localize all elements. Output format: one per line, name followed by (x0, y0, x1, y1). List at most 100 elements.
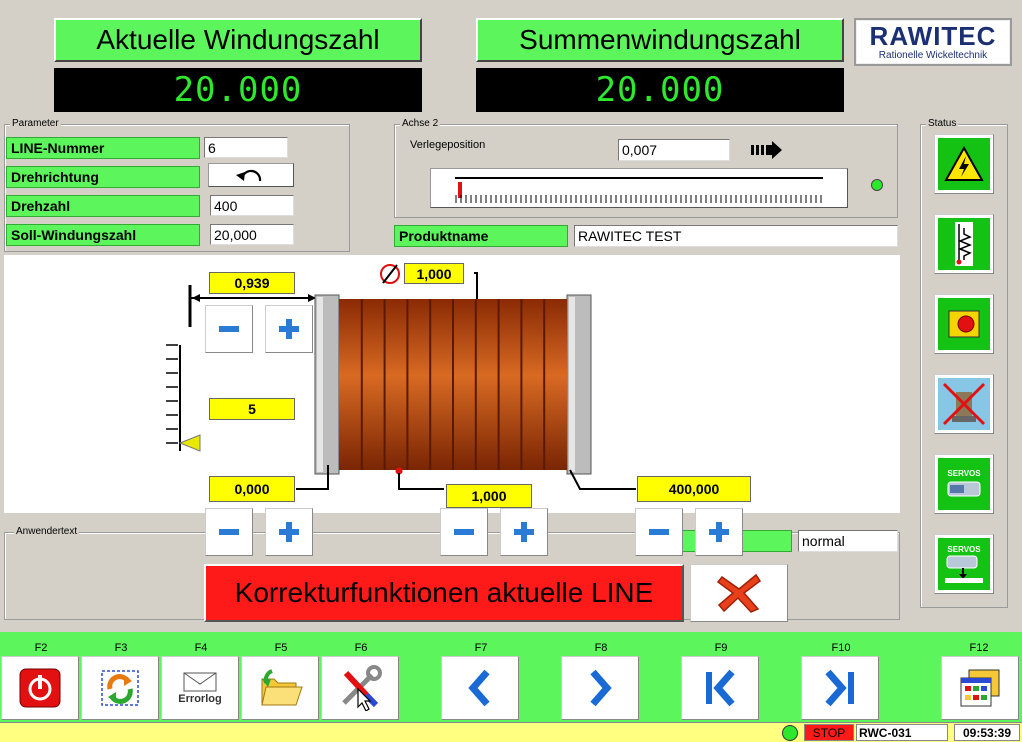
folder-open-icon (261, 669, 303, 706)
window-grid-icon (960, 669, 1000, 707)
last-button[interactable] (801, 656, 879, 720)
wire-diameter-value[interactable]: 1,000 (404, 263, 464, 284)
axis2-group (394, 124, 898, 218)
traverse-position-field[interactable]: 0,007 (618, 139, 730, 161)
status-wire-tension[interactable] (934, 214, 994, 274)
fkey-label-f12: F12 (969, 642, 989, 654)
slider-ticks (455, 195, 822, 203)
status-servos[interactable]: SERVOS (934, 454, 994, 514)
wire-diameter-icon (380, 264, 400, 284)
company-logo: RAWITEC Rationelle Wickeltechnik (854, 18, 1012, 66)
traverse-position-label: Verlegeposition (410, 139, 486, 151)
target-turns-label: Soll-Windungszahl (6, 224, 200, 246)
servo-motor-icon (947, 481, 981, 496)
product-name-field[interactable]: RAWITEC TEST (574, 225, 898, 247)
pitch-value[interactable]: 1,000 (446, 484, 532, 508)
minus-icon (219, 326, 239, 332)
refresh-button[interactable] (81, 656, 159, 720)
speed-field[interactable]: 400 (210, 195, 294, 216)
status-group (920, 124, 1008, 608)
line-number-label: LINE-Nummer (6, 137, 200, 159)
line-number-field[interactable]: 6 (204, 137, 288, 158)
errorlog-label: Errorlog (178, 693, 222, 705)
fkey-label-f9: F9 (714, 642, 728, 654)
next-button[interactable] (561, 656, 639, 720)
slider-thumb[interactable] (457, 182, 462, 198)
safety-guard-disabled-icon (942, 382, 986, 426)
left-offset-minus-button[interactable] (205, 305, 253, 353)
left-offset-plus-button[interactable] (265, 305, 313, 353)
product-name-label: Produktname (394, 225, 568, 247)
pitch-plus-button[interactable] (500, 508, 548, 556)
fkey-label-f3: F3 (114, 642, 128, 654)
plus-icon (279, 522, 299, 542)
connection-led (782, 725, 798, 741)
start-position-value[interactable]: 0,000 (209, 476, 295, 502)
minus-icon (454, 529, 474, 535)
rotation-direction-button[interactable] (208, 163, 294, 187)
status-group-label: Status (926, 118, 959, 129)
servos-label: SERVOS (947, 468, 981, 478)
end-position-minus-button[interactable] (635, 508, 683, 556)
previous-button[interactable] (441, 656, 519, 720)
chevron-left-icon (468, 669, 490, 707)
parameter-group-label: Parameter (10, 118, 61, 129)
pitch-minus-button[interactable] (440, 508, 488, 556)
layers-value[interactable]: 5 (209, 398, 295, 420)
slider-track (455, 177, 823, 179)
fkey-label-f10: F10 (831, 642, 851, 654)
plus-icon (514, 522, 534, 542)
move-right-arrow-icon[interactable] (750, 140, 784, 160)
tools-button[interactable] (321, 656, 399, 720)
minus-icon (219, 529, 239, 535)
skip-to-first-icon (706, 669, 735, 707)
coil-drawing-area (4, 255, 900, 513)
status-safety-guard[interactable] (934, 374, 994, 434)
plus-icon (279, 319, 299, 339)
total-turns-display: 20.000 (476, 68, 844, 112)
power-icon (19, 668, 61, 708)
plus-icon (709, 522, 729, 542)
chevron-right-icon (590, 669, 612, 707)
start-position-plus-button[interactable] (265, 508, 313, 556)
fkey-label-f6: F6 (354, 642, 368, 654)
start-position-minus-button[interactable] (205, 508, 253, 556)
refresh-icon (101, 670, 139, 706)
status-emergency-stop[interactable] (934, 294, 994, 354)
high-voltage-icon (944, 146, 984, 181)
clock: 09:53:39 (954, 724, 1020, 741)
axis2-status-led (871, 179, 883, 191)
machine-id: RWC-031 (856, 724, 948, 741)
fkey-label-f5: F5 (274, 642, 288, 654)
parameter-group (4, 124, 350, 252)
end-position-plus-button[interactable] (695, 508, 743, 556)
fkey-label-f8: F8 (594, 642, 608, 654)
first-button[interactable] (681, 656, 759, 720)
target-turns-field[interactable]: 20,000 (210, 224, 294, 245)
errorlog-button[interactable]: Errorlog (161, 656, 239, 720)
windows-menu-button[interactable] (941, 656, 1019, 720)
fkey-label-f4: F4 (194, 642, 208, 654)
stop-indicator: STOP (804, 724, 854, 741)
exit-button[interactable] (1, 656, 79, 720)
left-offset-value[interactable]: 0,939 (209, 272, 295, 294)
minus-icon (649, 529, 669, 535)
mode-field[interactable]: normal (798, 530, 898, 552)
tools-icon (342, 665, 382, 711)
status-power-voltage[interactable] (934, 134, 994, 194)
emergency-stop-icon (948, 310, 980, 338)
status-servo-reference[interactable]: SERVOS (934, 534, 994, 594)
end-position-value[interactable]: 400,000 (637, 476, 751, 502)
logo-name: RAWITEC (869, 21, 997, 51)
skip-to-last-icon (825, 669, 854, 707)
servo-reference-icon (945, 555, 983, 583)
fkey-label-f2: F2 (34, 642, 48, 654)
open-folder-button[interactable] (241, 656, 319, 720)
spring-tension-icon (955, 222, 973, 266)
correction-functions-banner: Korrekturfunktionen aktuelle LINE (204, 564, 684, 622)
user-text-group-label: Anwendertext (14, 526, 80, 537)
counterclockwise-arrow-icon (236, 169, 262, 182)
cancel-button[interactable] (690, 564, 788, 622)
traverse-position-slider[interactable] (430, 168, 848, 208)
servos-reference-label: SERVOS (947, 544, 981, 554)
